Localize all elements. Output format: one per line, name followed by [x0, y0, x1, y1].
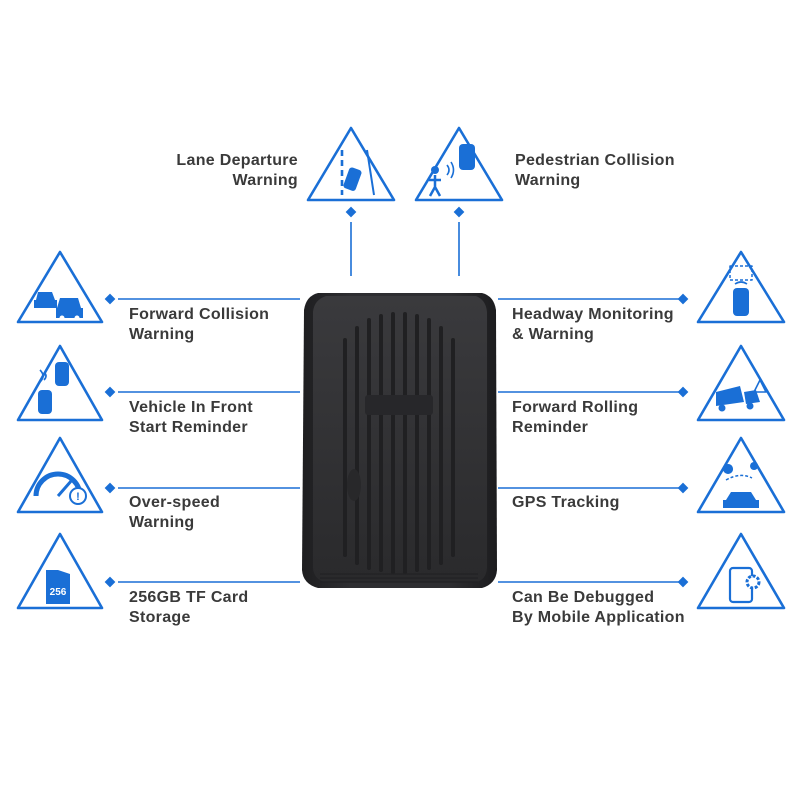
label-gps-tracking: GPS Tracking — [512, 494, 620, 511]
forward-collision-icon — [16, 250, 104, 324]
label-over-speed: Over-speed Warning — [129, 494, 221, 531]
connector-vehicle-front-start — [104, 386, 300, 398]
device-lens-window — [365, 395, 433, 415]
vehicle-front-start-icon — [16, 344, 104, 422]
label-tf-card: 256GB TF Card Storage — [129, 589, 249, 626]
label-forward-collision: Forward Collision Warning — [129, 306, 270, 343]
svg-text:!: ! — [76, 491, 80, 503]
truck-icon — [696, 344, 786, 422]
adas-device — [302, 293, 497, 588]
connector-forward-rolling — [498, 386, 689, 398]
label-vehicle-front-start: Vehicle In Front Start Reminder — [129, 399, 253, 436]
connector-headway-monitoring — [498, 293, 689, 305]
mobile-settings-icon — [696, 532, 786, 610]
connector-lane-departure — [345, 206, 357, 276]
connector-tf-card — [104, 576, 300, 588]
label-headway-monitoring: Headway Monitoring & Warning — [512, 306, 674, 343]
gps-tracking-icon — [696, 436, 786, 514]
label-lane-departure: Lane Departure Warning — [176, 152, 298, 189]
connector-gps-tracking — [498, 482, 689, 494]
sd-card-icon: 256 — [16, 532, 104, 610]
speedometer-icon: ! — [16, 436, 104, 514]
connector-over-speed — [104, 482, 300, 494]
headway-monitoring-icon — [696, 250, 786, 324]
connector-pedestrian-collision — [453, 206, 465, 276]
pedestrian-collision-icon — [414, 126, 504, 202]
device-button — [347, 469, 361, 501]
connector-forward-collision — [104, 293, 300, 305]
label-pedestrian-collision: Pedestrian Collision Warning — [515, 152, 675, 189]
lane-departure-icon — [306, 126, 396, 202]
connector-mobile-debug — [498, 576, 689, 588]
label-mobile-debug: Can Be Debugged By Mobile Application — [512, 589, 685, 626]
svg-text:256: 256 — [50, 587, 67, 598]
device-grille — [343, 312, 455, 574]
label-forward-rolling: Forward Rolling Reminder — [512, 399, 639, 436]
